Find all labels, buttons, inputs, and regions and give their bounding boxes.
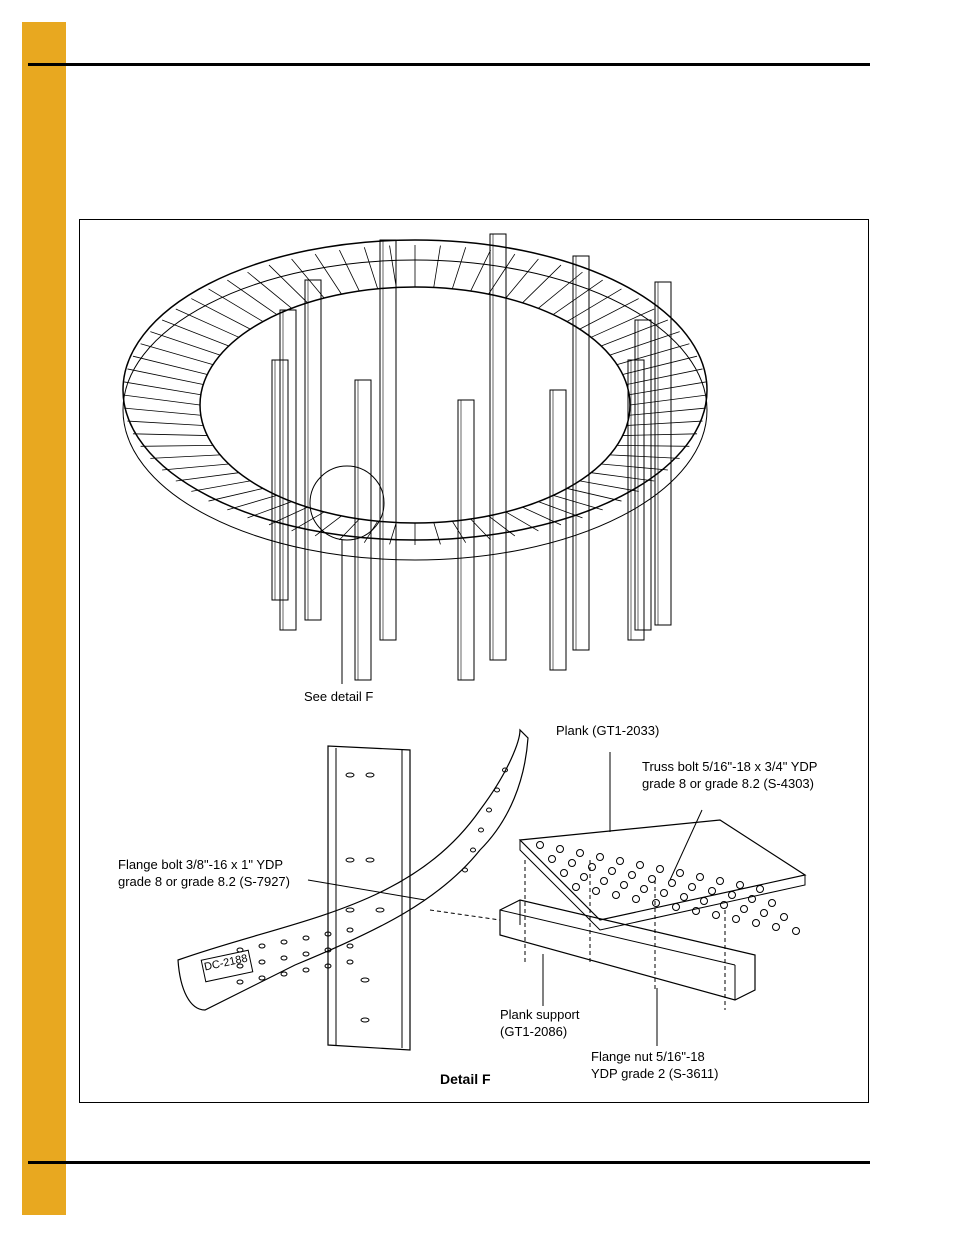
footer-rule xyxy=(28,1161,870,1164)
detail-title: Detail F xyxy=(440,1071,491,1087)
figure-frame: See detail F Plank (GT1-2033) Truss bolt… xyxy=(79,219,869,1103)
plank-label: Plank (GT1-2033) xyxy=(556,723,660,738)
truss-bolt-label-line2: grade 8 or grade 8.2 (S-4303) xyxy=(642,776,814,791)
header-rule xyxy=(28,63,870,66)
see-detail-label: See detail F xyxy=(304,689,374,704)
assembly-lines xyxy=(429,860,726,1010)
chapter-side-tab xyxy=(22,22,66,1215)
flange-bolt-label-line1: Flange bolt 3/8"-16 x 1" YDP xyxy=(118,857,284,872)
detail-band xyxy=(177,728,529,1011)
detail-post xyxy=(327,745,411,1051)
flange-nut-label-line1: Flange nut 5/16"-18 xyxy=(591,1049,705,1064)
assembly-drawing xyxy=(122,233,807,1051)
detail-circle xyxy=(309,465,385,541)
truss-bolt-label-line1: Truss bolt 5/16"-18 x 3/4" YDP xyxy=(642,759,818,774)
flange-bolt-label-line2: grade 8 or grade 8.2 (S-7927) xyxy=(118,874,290,889)
detail-plank xyxy=(518,819,807,935)
plank-support-label-line1: Plank support xyxy=(500,1007,580,1022)
callout-leaders xyxy=(307,752,703,1046)
catwalk-ring xyxy=(122,239,708,561)
flange-nut-label-line2: YDP grade 2 (S-3611) xyxy=(591,1066,719,1081)
vertical-posts xyxy=(271,233,672,681)
detail-plank-support xyxy=(499,899,756,1001)
plank-support-label-line2: (GT1-2086) xyxy=(500,1024,568,1039)
